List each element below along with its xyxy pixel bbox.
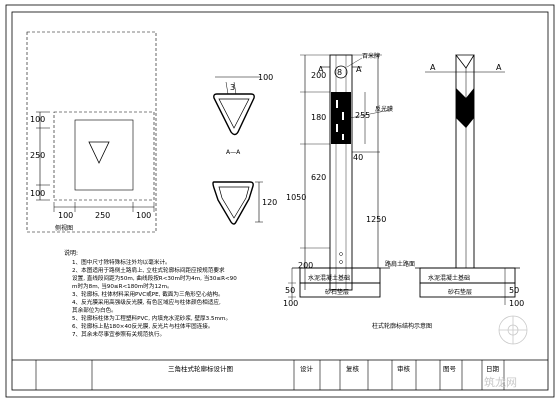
plan-dim-left-2: 250 <box>30 151 45 160</box>
elevation-dim-1250: 1250 <box>366 215 386 224</box>
section-small-dim: 3 <box>230 83 235 92</box>
elevation-dim-255: 255 <box>355 111 370 120</box>
watermark-logo <box>498 315 528 345</box>
section-view <box>212 76 263 225</box>
approve-label: 审核 <box>397 364 411 373</box>
section-outer-triangle <box>213 93 255 136</box>
plan-caption: 侧视图 <box>55 224 73 232</box>
plan-inner-box <box>74 119 134 191</box>
side-view <box>415 54 520 305</box>
plate-digit: 8 <box>337 68 342 77</box>
hundred-meter-plate <box>334 65 348 79</box>
note-line-10: 7、其余未尽事宜参照有关规范执行。 <box>72 330 165 338</box>
note-line-1: 1、图中尺寸除特殊标注外均以毫米计。 <box>72 258 171 266</box>
plan-dim-left-3: 100 <box>30 189 45 198</box>
inner-frame <box>11 11 549 391</box>
note-line-6: 4、反光膜采用高强级反光膜, 有色区域应与柱体颜色相适应, <box>72 298 221 306</box>
design-label: 设计 <box>300 364 314 373</box>
outer-frame <box>5 4 555 398</box>
section-inner-triangle <box>218 98 250 129</box>
side-base-dim-100: 100 <box>509 299 524 308</box>
note-line-9: 6、轮廓标上贴180×40反光膜, 反光片与柱体牢固连接。 <box>72 322 213 330</box>
note-line-2: 2、本图适用于路侧土路肩上, 立柱式轮廓标间距应按规范要求 <box>72 266 225 274</box>
side-gravel-label: 砂石垫层 <box>448 288 472 296</box>
section-lower-inner <box>218 186 250 219</box>
elevation-dim-1050: 1050 <box>286 193 306 202</box>
plan-dim-bottom-1: 100 <box>58 211 73 220</box>
side-marker-left: A <box>430 63 436 72</box>
elevation-marker-left: A <box>318 65 324 74</box>
plan-dim-left-1: 100 <box>30 115 45 124</box>
side-gravel <box>419 282 516 298</box>
section-side-dim: 120 <box>262 198 277 207</box>
side-marker-right: A <box>496 63 502 72</box>
elevation-marker-right: A <box>356 65 362 74</box>
section-label: A—A <box>226 149 241 156</box>
elevation-base-dim-50: 50 <box>285 286 295 295</box>
drawing-no-label: 图号 <box>443 365 457 373</box>
elevation-gravel <box>299 282 381 298</box>
plan-dim-bottom-2: 250 <box>95 211 110 220</box>
review-label: 复核 <box>346 364 360 373</box>
plan-dim-bottom-3: 100 <box>136 211 151 220</box>
elevation-base-label: 水泥混凝土基础 <box>308 274 350 282</box>
elevation-base-dim-100: 100 <box>283 299 298 308</box>
side-base-label: 水泥混凝土基础 <box>428 274 470 282</box>
section-top-dim: 100 <box>258 73 273 82</box>
notes-heading: 说明: <box>64 249 78 257</box>
drawing-title: 三角柱式轮廓标设计图 <box>168 364 233 373</box>
side-post-cap <box>455 54 475 69</box>
elevation-caption: 柱式轮廓标结构示意图 <box>372 322 432 330</box>
note-line-5: 3、轮廓标, 柱体材料采用PVC或PE, 截面为三角形空心结构。 <box>72 290 224 298</box>
plan-dashed-boundary <box>26 31 157 233</box>
elevation-post <box>329 54 353 291</box>
note-line-8: 5、轮廓标柱体为工程塑料PVC, 内填充水泥砂浆, 壁厚3.5mm。 <box>72 314 231 322</box>
note-line-7: 其余部位为白色。 <box>72 306 117 314</box>
elevation-dim-40: 40 <box>353 153 363 162</box>
elevation-dim-200-bottom: 200 <box>298 261 313 270</box>
note-line-4: m时为8m, 当90≤R<180m时为12m。 <box>72 282 173 290</box>
elevation-view: 8 <box>288 54 391 300</box>
elevation-dim-180: 180 <box>311 113 326 122</box>
callout-reflector: 百米牌 <box>362 52 380 60</box>
plan-triangle-post <box>88 141 110 164</box>
title-block <box>12 359 548 390</box>
elevation-dim-200-top: 200 <box>311 71 326 80</box>
date-label: 日期 <box>486 365 500 373</box>
note-line-3: 设置, 直线段间距为50m, 曲线段按R<30m时为4m, 当30≤R<90 <box>72 274 237 282</box>
reflective-film <box>331 92 351 144</box>
watermark-text: 筑龙网 <box>484 375 517 389</box>
side-base-dim-50: 50 <box>509 286 519 295</box>
side-ground-label: 路肩土路面 <box>385 260 415 268</box>
plan-foundation-outline <box>53 111 155 201</box>
elevation-gravel-label: 砂石垫层 <box>325 288 349 296</box>
section-lower-shape <box>212 181 254 225</box>
elevation-dim-620: 620 <box>311 173 326 182</box>
plan-view <box>26 31 157 233</box>
callout-film: 反光膜 <box>375 105 393 113</box>
side-reflective-film <box>456 88 466 128</box>
